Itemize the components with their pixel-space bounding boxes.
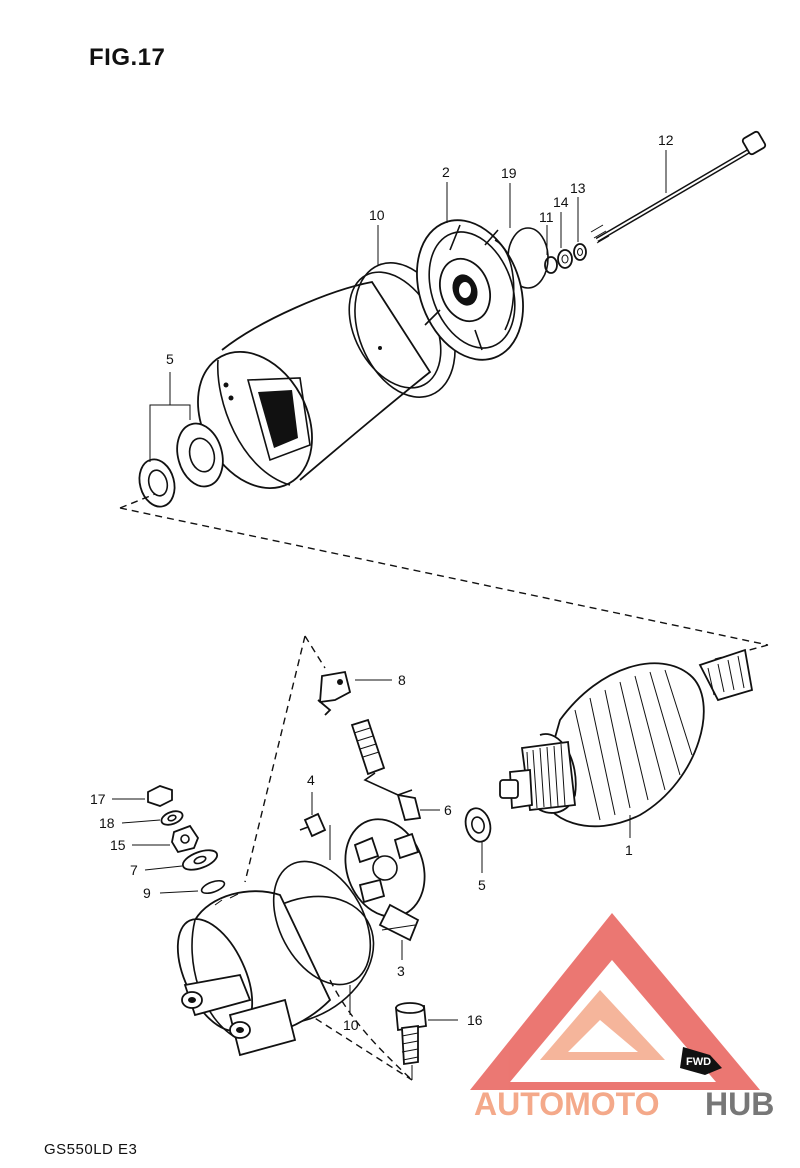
callout-10-bottom: 10: [343, 1017, 359, 1033]
motor-yoke: [197, 271, 442, 489]
bolt-16: [395, 1002, 458, 1066]
o-ring-9: [159, 879, 226, 895]
callout-8: 8: [398, 672, 406, 688]
screw-4: [299, 792, 327, 838]
callout-18: 18: [99, 815, 115, 831]
callout-5-mid: 5: [478, 877, 486, 893]
nut-15: [132, 824, 200, 854]
washer-18: [121, 810, 184, 826]
callout-9: 9: [143, 885, 151, 901]
callout-13: 13: [570, 180, 586, 196]
callout-labels: 12 2 19 13 14 11 10 5 8 4 6 17 18 15 7 9…: [90, 132, 674, 1033]
callout-6: 6: [444, 802, 452, 818]
callout-3: 3: [397, 963, 405, 979]
brush-holder-3: [344, 818, 426, 960]
callout-10-top: 10: [369, 207, 385, 223]
callout-16: 16: [467, 1012, 483, 1028]
washer-7: [144, 849, 219, 871]
callout-15: 15: [110, 837, 126, 853]
watermark-logo: [470, 913, 760, 1090]
watermark-text-automoto: AUTOMOTO: [474, 1086, 659, 1122]
callout-12: 12: [658, 132, 674, 148]
leader-lines-top: [377, 150, 667, 265]
end-cover-2: [416, 219, 524, 361]
alignment-line-top: [119, 507, 769, 646]
watermark-text-hub: HUB: [705, 1086, 774, 1122]
fwd-badge-text: FWD: [686, 1056, 711, 1068]
model-code: GS550LD E3: [44, 1141, 138, 1158]
alignment-line-left: [244, 635, 326, 883]
callout-11: 11: [539, 209, 554, 225]
long-bolt-12: [590, 130, 767, 244]
callout-7: 7: [130, 862, 138, 878]
brush-lead-6: [350, 718, 440, 821]
armature-1: [499, 648, 754, 838]
rear-end-cover: [176, 890, 375, 1057]
figure-title: FIG.17: [89, 44, 166, 71]
callout-14: 14: [553, 194, 569, 210]
watermark-text: AUTOMOTO HUB: [474, 1086, 774, 1122]
callout-19: 19: [501, 165, 517, 181]
washers-5-top: [138, 372, 224, 508]
callout-2: 2: [442, 164, 450, 180]
washer-13: [573, 243, 587, 261]
callout-4: 4: [307, 772, 315, 788]
fwd-arrow-icon: FWD: [680, 1047, 722, 1075]
washer-5-mid: [464, 807, 492, 873]
terminal-8: [317, 670, 392, 716]
callout-1: 1: [625, 842, 633, 858]
callout-5-top: 5: [166, 351, 174, 367]
o-ring-10-bottom: [272, 860, 372, 1015]
nut-17: [112, 785, 173, 807]
washer-14: [557, 249, 573, 269]
callout-17: 17: [90, 791, 106, 807]
